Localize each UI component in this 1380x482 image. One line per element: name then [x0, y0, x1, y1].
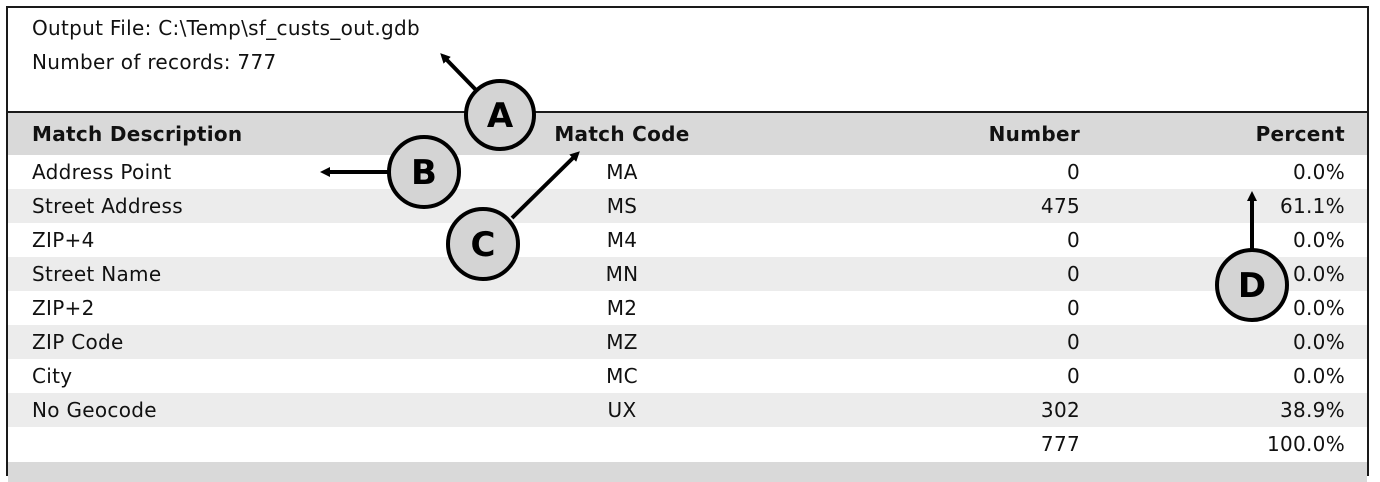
row-number: 475: [1040, 194, 1080, 218]
table-header-row: Match Description Match Code Number Perc…: [8, 113, 1367, 155]
row-description: Address Point: [32, 160, 172, 184]
totals-code: [462, 427, 782, 461]
row-description: Street Address: [32, 194, 183, 218]
column-header-number: Number: [988, 122, 1080, 146]
row-percent: 0.0%: [1292, 364, 1345, 388]
row-code: MZ: [606, 330, 638, 354]
table-row: ZIP Code MZ 0 0.0%: [8, 325, 1367, 359]
row-description: ZIP Code: [32, 330, 124, 354]
table-row: ZIP+4 M4 0 0.0%: [8, 223, 1367, 257]
row-description: No Geocode: [32, 398, 157, 422]
info-divider: [8, 111, 1367, 113]
row-code: MS: [606, 194, 638, 218]
row-description: ZIP+2: [32, 296, 95, 320]
record-count-label: Number of records: 777: [32, 50, 277, 74]
totals-number: 777: [1040, 432, 1080, 456]
table-row: Address Point MA 0 0.0%: [8, 155, 1367, 189]
totals-description: [8, 427, 462, 461]
row-number: 0: [1066, 160, 1080, 184]
table-row: City MC 0 0.0%: [8, 359, 1367, 393]
row-code: MC: [606, 364, 638, 388]
row-number: 0: [1066, 296, 1080, 320]
row-code: MN: [605, 262, 639, 286]
row-percent: 0.0%: [1292, 296, 1345, 320]
row-description: ZIP+4: [32, 228, 95, 252]
column-header-percent: Percent: [1255, 122, 1345, 146]
totals-percent: 100.0%: [1266, 432, 1345, 456]
row-number: 0: [1066, 262, 1080, 286]
row-percent: 38.9%: [1279, 398, 1345, 422]
row-percent: 61.1%: [1279, 194, 1345, 218]
bottom-bar: [8, 462, 1367, 482]
row-description: Street Name: [32, 262, 162, 286]
row-number: 0: [1066, 364, 1080, 388]
output-file-label: Output File: C:\Temp\sf_custs_out.gdb: [32, 16, 420, 40]
table-row: No Geocode UX 302 38.9%: [8, 393, 1367, 427]
row-code: UX: [607, 398, 637, 422]
table-row: Street Name MN 0 0.0%: [8, 257, 1367, 291]
totals-row: 777 100.0%: [8, 427, 1367, 461]
report-frame: Output File: C:\Temp\sf_custs_out.gdb Nu…: [6, 6, 1369, 482]
row-code: M4: [606, 228, 638, 252]
column-header-match-code: Match Code: [554, 122, 690, 146]
table-row: ZIP+2 M2 0 0.0%: [8, 291, 1367, 325]
row-description: City: [32, 364, 73, 388]
row-code: MA: [606, 160, 638, 184]
row-percent: 0.0%: [1292, 262, 1345, 286]
row-percent: 0.0%: [1292, 330, 1345, 354]
match-report-table: Match Description Match Code Number Perc…: [8, 113, 1367, 461]
row-percent: 0.0%: [1292, 228, 1345, 252]
table-row: Street Address MS 475 61.1%: [8, 189, 1367, 223]
row-number: 0: [1066, 228, 1080, 252]
row-number: 0: [1066, 330, 1080, 354]
row-percent: 0.0%: [1292, 160, 1345, 184]
row-number: 302: [1040, 398, 1080, 422]
row-code: M2: [606, 296, 638, 320]
column-header-match-description: Match Description: [32, 122, 243, 146]
